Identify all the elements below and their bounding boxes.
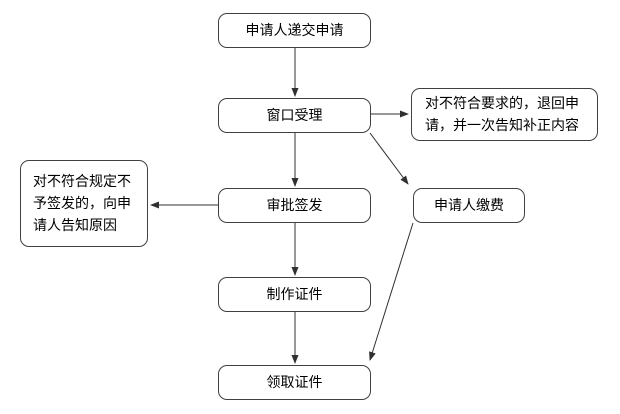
node-window-acceptance-label: 窗口受理 bbox=[266, 107, 323, 124]
node-receive-certificate: 领取证件 bbox=[218, 365, 371, 400]
node-approval-issuance: 审批签发 bbox=[218, 188, 371, 223]
node-submit-application: 申请人递交申请 bbox=[218, 13, 371, 48]
node-produce-certificate: 制作证件 bbox=[218, 277, 371, 312]
node-reject-notice: 对不符合规定不予签发的，向申请人告知原因 bbox=[20, 160, 148, 247]
arrow-accept-to-pay bbox=[369, 132, 409, 185]
node-window-acceptance: 窗口受理 bbox=[218, 98, 371, 133]
node-reject-notice-label: 对不符合规定不予签发的，向申请人告知原因 bbox=[33, 173, 131, 234]
node-submit-application-label: 申请人递交申请 bbox=[245, 22, 344, 39]
node-return-notice: 对不符合要求的，退回申请，并一次告知补正内容 bbox=[411, 88, 598, 141]
node-approval-issuance-label: 审批签发 bbox=[266, 197, 323, 214]
arrow-pay-to-receive bbox=[369, 222, 414, 361]
node-receive-certificate-label: 领取证件 bbox=[266, 374, 323, 391]
node-produce-certificate-label: 制作证件 bbox=[266, 286, 323, 303]
node-applicant-payment-label: 申请人缴费 bbox=[434, 197, 504, 214]
node-applicant-payment: 申请人缴费 bbox=[413, 188, 525, 223]
node-return-notice-label: 对不符合要求的，退回申请，并一次告知补正内容 bbox=[425, 95, 579, 134]
